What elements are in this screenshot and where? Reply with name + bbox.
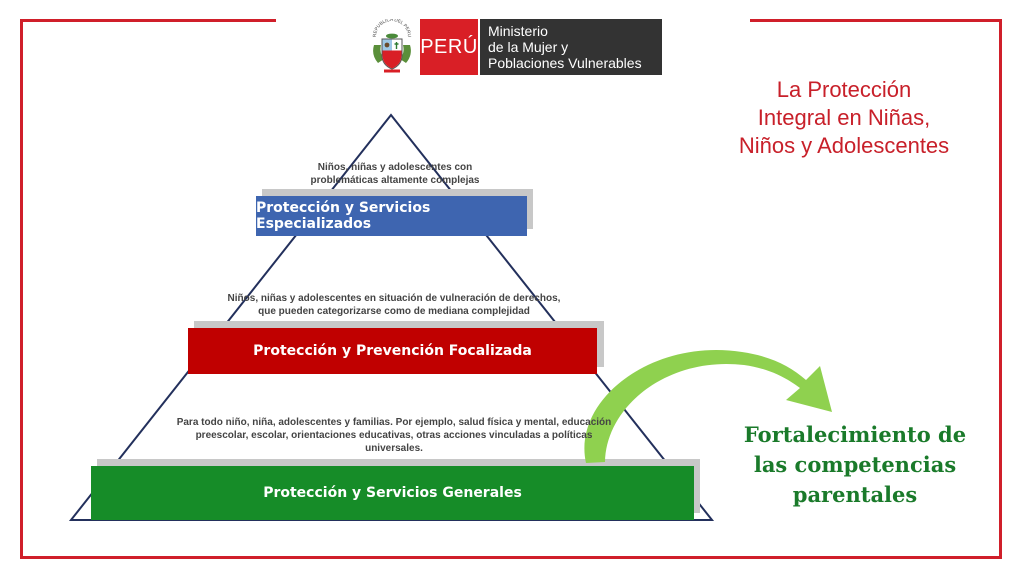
note-focalized-line-1: Niños, niñas y adolescentes en situación… [227, 293, 561, 304]
frame-top-right [750, 19, 1002, 22]
title-line-2: Integral en Niñas, [757, 105, 931, 130]
note-specialized-line-2: problemáticas altamente complejas [310, 175, 480, 186]
title-line-3: Niños y Adolescentes [738, 133, 950, 158]
note-general-line-3: universales. [365, 443, 423, 454]
ministry-line-1: Ministerio [488, 23, 548, 39]
pyramid-outline [68, 113, 715, 521]
frame-left [20, 19, 23, 559]
curved-arrow-icon [584, 350, 832, 463]
ministry-name: Ministerio de la Mujer y Poblaciones Vul… [478, 19, 662, 75]
level-focalized: Protección y Prevención Focalizada [188, 328, 597, 374]
ministry-logo: REPUBLICA DEL PERU PERÚ Ministerio de la… [370, 19, 662, 75]
level-general: Protección y Servicios Generales [91, 466, 694, 520]
page-title: La Protección Integral en Niñas, Niños y… [704, 76, 984, 160]
note-general-line-1: Para todo niño, niña, adolescentes y fam… [176, 417, 612, 428]
peru-label: PERÚ [420, 19, 478, 75]
frame-bottom [20, 556, 1002, 559]
outcome-line-3: parentales [792, 482, 918, 507]
note-general-line-2: preescolar, escolar, orientaciones educa… [195, 430, 593, 441]
title-line-1: La Protección [776, 77, 912, 102]
note-focalized-line-2: que pueden categorizarse como de mediana… [258, 306, 530, 317]
note-general: Para todo niño, niña, adolescentes y fam… [134, 416, 654, 455]
ministry-line-2: de la Mujer y [488, 39, 569, 55]
note-focalized: Niños, niñas y adolescentes en situación… [180, 292, 608, 318]
frame-right [999, 19, 1002, 559]
note-specialized-line-1: Niños, niñas y adolescentes con [317, 162, 473, 173]
level-specialized: Protección y Servicios Especializados [256, 196, 527, 236]
coat-of-arms-icon: REPUBLICA DEL PERU [372, 19, 412, 73]
frame-top-left [20, 19, 276, 22]
ministry-line-3: Poblaciones Vulnerables [488, 55, 642, 71]
note-specialized: Niños, niñas y adolescentes con problemá… [260, 161, 530, 187]
outcome-line-2: las competencias [753, 452, 957, 477]
outcome-text: Fortalecimiento de las competencias pare… [736, 420, 974, 510]
outcome-line-1: Fortalecimiento de [743, 422, 967, 447]
